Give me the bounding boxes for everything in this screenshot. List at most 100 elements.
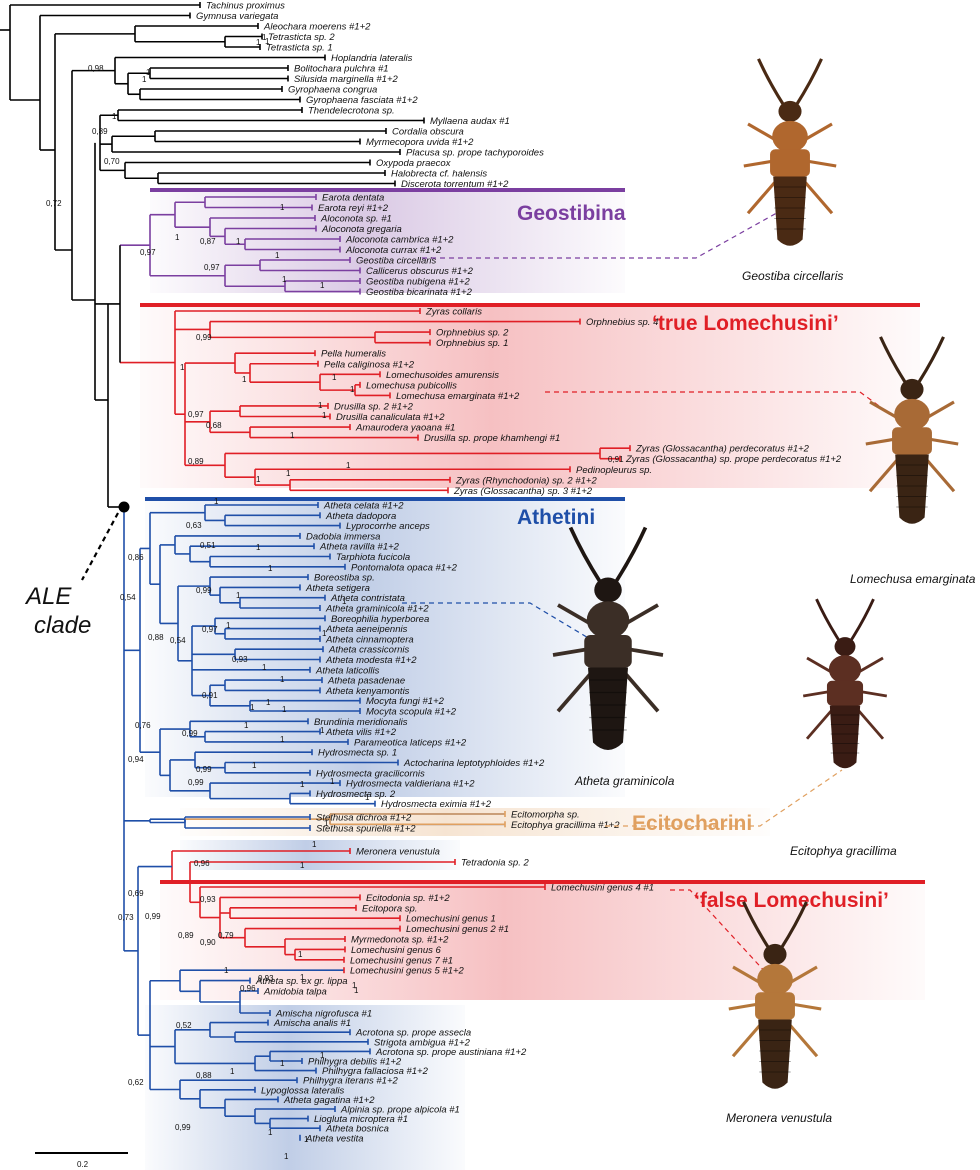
geostibina-band-top: [150, 188, 625, 192]
beetle-leg: [803, 180, 834, 215]
support-value: 1: [262, 33, 267, 42]
support-value: 0,99: [196, 586, 212, 595]
taxon-label: Aloconota cambrica #1+2: [345, 235, 454, 246]
taxon-label: Ecitopora sp.: [362, 903, 417, 914]
taxon-label: Gymnusa variegata: [196, 11, 278, 22]
beetle-leg: [789, 1002, 822, 1011]
taxon-label: Drusilla sp. prope khamhengi #1: [424, 433, 560, 444]
support-value: 0,91: [202, 691, 218, 700]
beetle-antenna: [794, 58, 823, 106]
taxon-label: Aleochara moerens #1+2: [263, 22, 371, 33]
taxon-label: Tetradonia sp. 2: [461, 858, 529, 869]
support-value: 1: [282, 275, 287, 284]
taxon-label: Zyras (Glossacantha) sp. prope perdecora…: [625, 454, 842, 465]
taxon-label: Mocyta scopula #1+2: [366, 707, 457, 718]
taxon-label: Gyrophaena congrua: [288, 85, 377, 96]
taxon-label: Atheta vilis #1+2: [325, 727, 397, 738]
beetle-leg: [746, 180, 777, 215]
taxon-label: Acrotona sp. prope austiniana #1+2: [375, 1047, 527, 1058]
support-value: 1: [342, 597, 347, 606]
support-value: 1: [320, 1051, 325, 1060]
support-value: 0,99: [175, 1123, 191, 1132]
support-value: 1: [320, 281, 325, 290]
support-value: 0,54: [120, 593, 136, 602]
taxon-label: Thendelecrotona sp.: [308, 106, 395, 117]
support-value: 1: [365, 793, 370, 802]
taxon-label: Tarphiota fucicola: [336, 552, 410, 563]
support-value: 0,96: [240, 984, 256, 993]
support-value: 0,97: [204, 263, 220, 272]
beetle-pronotum: [757, 963, 793, 996]
taxon-label: Geostiba nubigena #1+2: [366, 277, 471, 288]
taxon-label: Placusa sp. prope tachyporoides: [406, 148, 544, 159]
beetle-pronotum: [586, 601, 630, 639]
taxon-label: Tetrasticta sp. 1: [266, 43, 333, 54]
taxon-label: Lomechusoides amurensis: [386, 370, 499, 381]
support-value: 0,89: [92, 127, 108, 136]
taxon-label: Tetrasticta sp. 2: [268, 32, 335, 43]
beetle-leg: [728, 1002, 761, 1011]
support-value: 1: [350, 385, 355, 394]
taxon-label: Geostiba circellaris: [356, 256, 436, 267]
taxon-label: Tachinus proximus: [206, 1, 285, 12]
support-value: 0,73: [118, 913, 134, 922]
taxon-label: Pontomalota opaca #1+2: [351, 562, 458, 573]
support-value: 0,99: [182, 729, 198, 738]
taxon-label: Philhygra fallaciosa #1+2: [322, 1066, 429, 1077]
taxon-label: Silusida marginella #1+2: [294, 74, 398, 85]
support-value: 0,72: [46, 199, 62, 208]
true-lomechusini-band-top: [140, 303, 920, 307]
taxon-label: Atheta aeneipennis: [325, 624, 408, 635]
beetle-elytra: [755, 992, 795, 1020]
taxon-label: Amaurodera yaoana #1: [355, 423, 455, 434]
support-value: 0,88: [148, 633, 164, 642]
beetle-meronera: [728, 901, 822, 1089]
beetle-caption: Lomechusa emarginata: [850, 572, 976, 586]
taxon-label: Atheta gagatina #1+2: [283, 1095, 375, 1106]
support-value: 1: [352, 981, 357, 990]
taxon-label: Lomechusini genus 6: [351, 945, 441, 956]
taxon-label: Lomechusini genus 1: [406, 914, 496, 925]
support-value: 1: [244, 721, 249, 730]
taxon-label: Mocyta fungi #1+2: [366, 696, 445, 707]
support-value: 0,89: [178, 931, 194, 940]
beetle-pronotum: [894, 398, 930, 431]
taxon-label: Orphnebius sp. 4: [586, 317, 658, 328]
beetle-leg: [803, 122, 833, 142]
support-value: 1: [262, 663, 267, 672]
taxon-label: Amischa analis #1: [273, 1018, 351, 1029]
beetle-ecitophya: [802, 598, 888, 769]
beetle-abdomen: [895, 454, 929, 524]
beetle-leg: [731, 1023, 762, 1058]
taxon-label: Halobrecta cf. halensis: [391, 169, 487, 180]
true-lomechusini-band: [140, 303, 920, 488]
taxon-label: Gyrophaena fasciata #1+2: [306, 95, 418, 106]
beetle-connector: [605, 769, 843, 827]
beetle-caption: Geostiba circellaris: [742, 269, 843, 283]
taxon-label: Myllaena audax #1: [430, 116, 510, 127]
beetle-leg: [869, 400, 899, 420]
beetle-leg: [732, 965, 762, 985]
ale-node-dot: [118, 501, 130, 513]
beetle-caption: Meronera venustula: [726, 1111, 832, 1125]
ecitocharini-label: Ecitocharini: [632, 812, 752, 835]
support-value: 1: [322, 411, 327, 420]
support-value: 1: [256, 38, 261, 47]
taxon-label: Hydrosmecta valdieriana #1+2: [346, 779, 475, 790]
support-value: 0,98: [88, 64, 104, 73]
support-value: 1: [304, 1135, 309, 1144]
taxon-label: Dadobia immersa: [306, 531, 380, 542]
beetle-leg: [747, 122, 777, 142]
taxon-label: Brundinia meridionalis: [314, 717, 408, 728]
ecitocharini-band: [180, 808, 770, 836]
taxon-label: Atheta vestita: [305, 1133, 364, 1144]
taxon-label: Lomechusini genus 4 #1: [551, 883, 654, 894]
beetle-elytra: [770, 149, 810, 177]
true-lomechusini-label: ‘true Lomechusini’: [652, 312, 839, 335]
support-value: 1: [300, 973, 305, 982]
taxon-label: Hydrosmecta gracilicornis: [316, 768, 425, 779]
beetle-leg: [926, 437, 959, 446]
support-value: 0,90: [200, 938, 216, 947]
beetle-pronotum: [772, 120, 808, 153]
taxon-label: Pella humeralis: [321, 349, 386, 360]
